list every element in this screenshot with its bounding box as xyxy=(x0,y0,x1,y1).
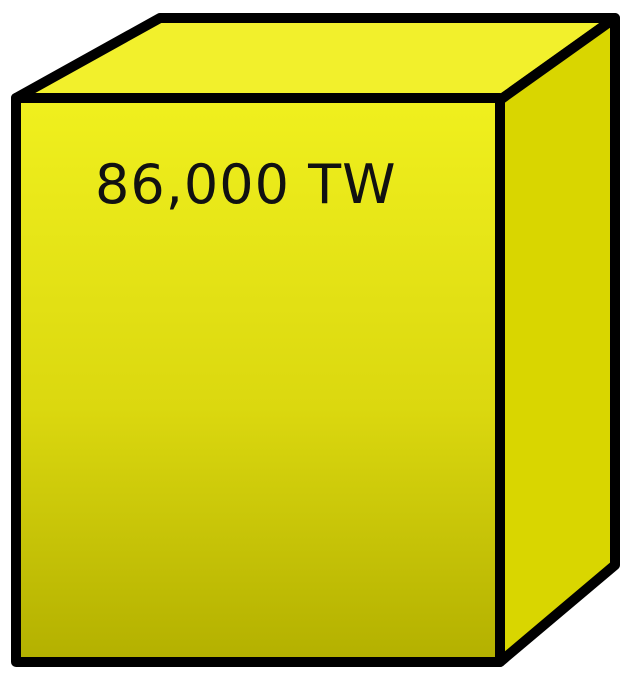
cube-label: 86,000 TW xyxy=(95,153,397,216)
cube-side-face xyxy=(500,18,615,662)
